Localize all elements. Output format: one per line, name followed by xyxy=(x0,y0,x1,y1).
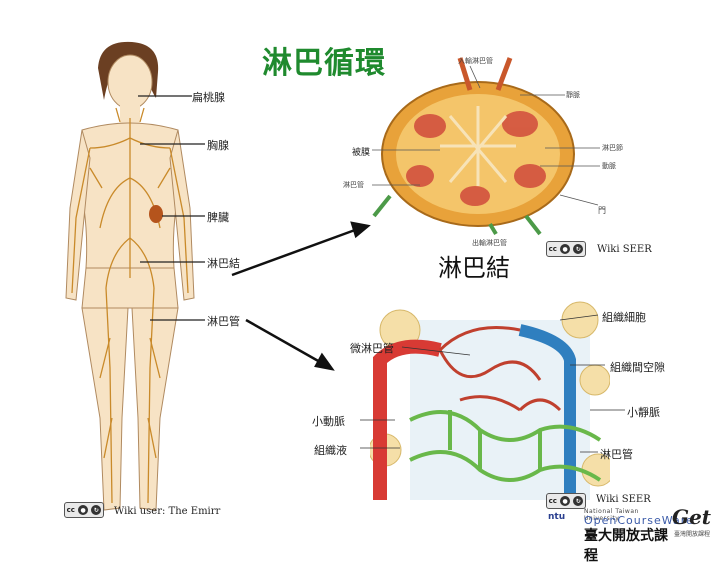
credit-wiki-seer-capillary: Wiki SEER xyxy=(596,494,651,505)
cc-license-badge-body: cc ● ↻ xyxy=(64,502,104,518)
label-capillary-lymph-vessel: 淋巴管 xyxy=(600,446,633,462)
sa-icon: ↻ xyxy=(91,505,101,515)
label-tissue-cell: 組織細胞 xyxy=(602,309,646,325)
get-subtitle: 臺灣開放課程 xyxy=(674,529,710,538)
cc-icon: cc xyxy=(67,506,75,514)
label-interstitial-space: 組織間空隙 xyxy=(610,359,665,375)
by-icon: ● xyxy=(78,505,88,515)
label-micro-lymph-vessel: 微淋巴管 xyxy=(350,340,394,356)
ntu-mark: ntu xyxy=(548,512,565,522)
get-logo: Get 臺灣開放課程 xyxy=(672,505,716,539)
get-mark: Get xyxy=(672,505,711,529)
label-arteriole: 小動脈 xyxy=(312,413,345,429)
label-tissue-fluid: 組織液 xyxy=(314,442,347,458)
cc-icon: cc xyxy=(549,497,557,505)
cc-license-badge-capillary: cc ● ↻ xyxy=(546,493,586,509)
by-icon: ● xyxy=(560,496,570,506)
label-venule: 小靜脈 xyxy=(627,404,660,420)
ocw-line3: 臺大開放式課程 xyxy=(584,525,668,565)
credit-wiki-user: Wiki user: The Emirr xyxy=(114,506,220,517)
sa-icon: ↻ xyxy=(573,496,583,506)
ntu-ocw-logo: ntu National Taiwan University OpenCours… xyxy=(548,508,668,538)
